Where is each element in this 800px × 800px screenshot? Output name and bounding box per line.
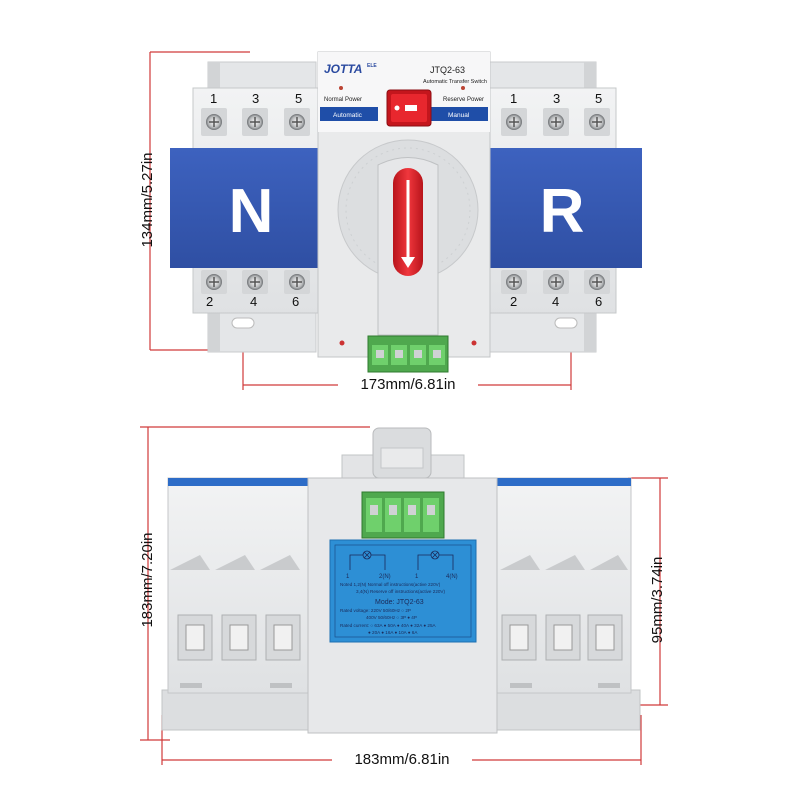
nameplate (329, 539, 477, 643)
bottom-width-label-bg (332, 748, 472, 770)
left-mount-slot (231, 317, 255, 329)
left-blue-strip (168, 478, 308, 486)
voltage-line-2: 400V 50/60Hz ○ 3P ● 4P (366, 615, 417, 620)
reserve-letter: R (540, 177, 585, 246)
connector-pins (372, 345, 445, 365)
top-height-label: 134mm/5.27in (139, 152, 156, 247)
wiring-diagram (349, 550, 454, 570)
nameplate-border (334, 544, 472, 638)
normal-led (339, 86, 343, 90)
note-line-1: Noted 1,2(N) Normal off instructions(act… (340, 582, 441, 587)
voltage-line-1: Rated voltage: 220V 50/60Hz ○ 2P (340, 608, 411, 613)
left-terminal-3: 3 (252, 91, 259, 106)
bottom-height-label: 183mm/7.20in (139, 532, 156, 627)
brand-logo: JOTTA (324, 62, 362, 76)
brand-sup: ELE (367, 63, 377, 69)
bottom-screws (201, 270, 610, 294)
bottom-left-led (339, 340, 345, 346)
left-upper-slots (170, 555, 300, 570)
left-foot-notch-2 (270, 683, 292, 688)
left-terminal-4: 4 (250, 294, 257, 309)
top-screws (201, 108, 610, 136)
right-blue-band (490, 148, 642, 268)
right-foot-notch-2 (598, 683, 620, 688)
right-side-body (496, 477, 632, 694)
top-width-label: 173mm/6.81in (360, 376, 455, 393)
current-line-1: Rated current: ○ 63A ● 50A ● 40A ● 32A ●… (340, 623, 437, 628)
left-side-body (167, 477, 309, 694)
left-terminal-5: 5 (295, 91, 302, 106)
reserve-power-label: Reserve Power (443, 97, 484, 103)
bottom-depth-label: 95mm/3.74in (649, 557, 666, 644)
rocker-bar (405, 105, 417, 111)
normal-letter: N (229, 177, 274, 246)
right-terminal-windows (501, 614, 623, 661)
right-terminal-1: 1 (510, 91, 517, 106)
reserve-led (461, 86, 465, 90)
mode-line: Mode: JTQ2-63 (375, 599, 424, 606)
wire-label-4n: 4(N) (446, 574, 458, 580)
right-foot-notch-1 (510, 683, 532, 688)
automatic-label: Automatic (333, 112, 363, 119)
right-terminal-4: 4 (552, 294, 559, 309)
subtitle-label: Automatic Transfer Switch (423, 79, 487, 85)
current-line-2: ● 20A ● 16A ● 10A ● 6A (368, 630, 418, 635)
note-line-2: 3,4(N) Reserve off instructions(active 2… (356, 589, 445, 594)
handle-arrow-head (401, 257, 415, 268)
bottom-height-dimension (140, 426, 370, 741)
right-terminal-2: 2 (510, 294, 517, 309)
switch-side-view: 1 2(N) 1 4(N) Noted 1,2(N) Normal off in… (161, 427, 641, 734)
switch-front-view: 1 3 5 1 3 5 N R (170, 51, 642, 373)
bottom-right-led (471, 340, 477, 346)
left-terminal-6: 6 (292, 294, 299, 309)
top-width-label-bg (338, 372, 478, 394)
right-terminal-3: 3 (553, 91, 560, 106)
bottom-width-label: 183mm/6.81in (354, 751, 449, 768)
left-terminal-windows (177, 614, 301, 661)
handle-top-grip (380, 447, 424, 469)
left-blue-band (170, 148, 318, 268)
right-mount-slot (554, 317, 578, 329)
left-terminal-1: 1 (210, 91, 217, 106)
automatic-bar (320, 107, 378, 121)
manual-bar (430, 107, 488, 121)
manual-label: Manual (448, 112, 470, 119)
wire-label-3: 1 (415, 574, 419, 580)
right-upper-slots (500, 555, 628, 570)
left-foot-notch-1 (180, 683, 202, 688)
side-connector-pins (366, 498, 439, 532)
normal-power-label: Normal Power (324, 97, 362, 103)
rocker-dot (394, 105, 400, 111)
wire-label-1: 1 (346, 574, 350, 580)
right-blue-strip (497, 478, 631, 486)
right-terminal-6: 6 (595, 294, 602, 309)
wire-label-2n: 2(N) (379, 574, 391, 580)
left-terminal-2: 2 (206, 294, 213, 309)
model-label: JTQ2-63 (430, 65, 465, 75)
right-terminal-5: 5 (595, 91, 602, 106)
